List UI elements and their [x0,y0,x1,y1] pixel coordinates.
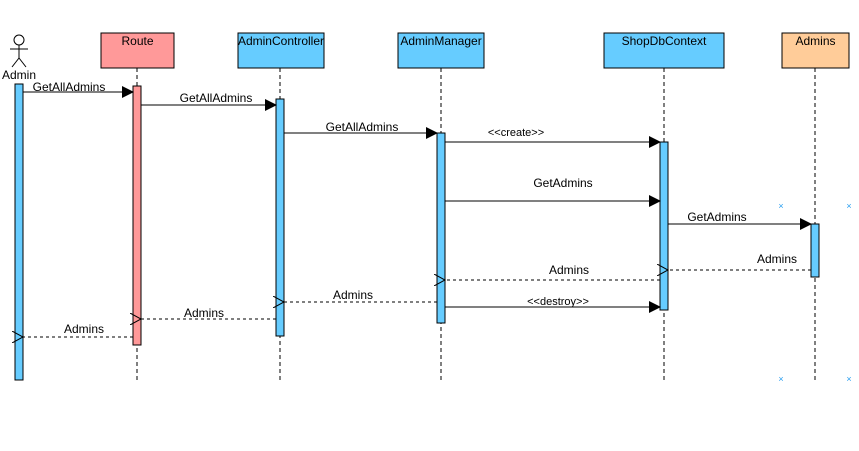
message-label: Admins [757,252,797,266]
actor-admin[interactable]: Admin [2,34,36,82]
message-label: GetAllAdmins [180,91,253,105]
participant-label: ShopDbContext [622,34,707,48]
selection-handle-icon: × [846,374,851,384]
participant-admin-manager[interactable]: AdminManager [397,32,485,69]
selection-handle-icon: × [778,201,783,211]
message-label: Admins [333,288,373,302]
activation-admin-controller [275,98,285,337]
message-return-admins-2[interactable]: Admins [445,263,660,280]
participant-label: AdminManager [400,34,481,48]
message-return-admins-3[interactable]: Admins [284,288,437,302]
message-label: GetAdmins [687,210,746,224]
message-return-admins-5[interactable]: Admins [23,322,133,337]
message-get-admins-1[interactable]: GetAdmins [445,176,661,207]
message-label: GetAdmins [533,176,592,190]
selection-handle-icon: × [846,201,851,211]
message-label: GetAllAdmins [33,80,106,94]
participant-label: Route [121,34,153,48]
participant-route[interactable]: Route [100,32,175,69]
message-get-all-admins-3[interactable]: GetAllAdmins [284,120,438,139]
participant-shop-db-context[interactable]: ShopDbContext [603,32,725,69]
message-get-all-admins-1[interactable]: GetAllAdmins [23,80,134,98]
activation-route [132,85,142,346]
activation-bars [14,83,820,381]
message-destroy[interactable]: <<destroy>> [445,296,661,313]
stick-figure-icon [10,34,28,68]
selection-handle-icon: × [778,374,783,384]
message-create[interactable]: <<create>> [445,127,661,148]
message-label: <<create>> [488,127,544,139]
message-get-admins-2[interactable]: GetAdmins [668,210,812,230]
activation-admin-manager [436,132,446,324]
message-label: GetAllAdmins [326,120,399,134]
message-return-admins-4[interactable]: Admins [141,306,276,320]
participant-admin-controller[interactable]: AdminController [237,32,325,69]
messages: GetAllAdmins GetAllAdmins GetAllAdmins <… [23,80,812,337]
activation-admin [14,83,24,381]
message-get-all-admins-2[interactable]: GetAllAdmins [141,91,277,111]
participant-admins[interactable]: Admins [781,32,850,69]
activation-shop-db-context [659,141,669,311]
message-label: <<destroy>> [527,296,589,308]
message-label: Admins [64,322,104,336]
activation-admins [810,223,820,278]
participant-label: AdminController [238,34,324,48]
message-return-admins-1[interactable]: Admins [668,252,811,270]
message-label: Admins [549,263,589,277]
actor-label: Admin [2,68,36,82]
selection-handles: × × × × [778,201,851,384]
message-label: Admins [184,306,224,320]
participant-label: Admins [795,34,835,48]
